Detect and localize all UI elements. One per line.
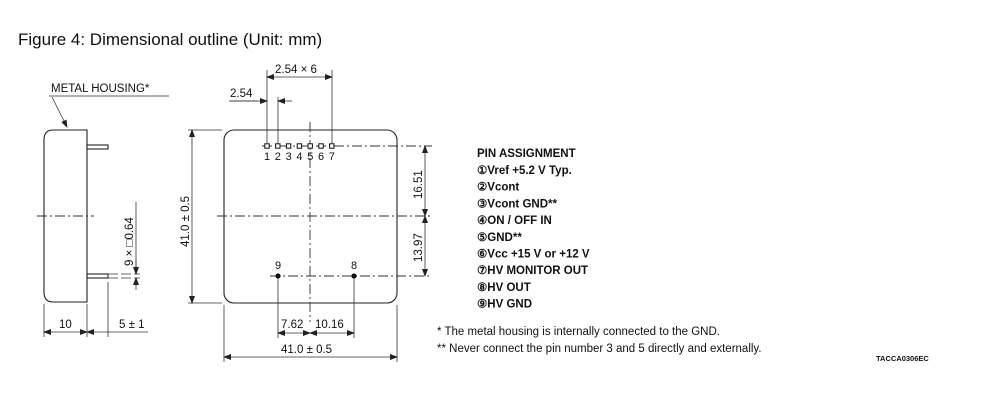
pin-9 [275, 273, 281, 279]
metal-housing-label: METAL HOUSING* [51, 83, 150, 95]
pin-assignment-item: ③Vcont GND** [477, 197, 557, 210]
pin-label-7: 7 [329, 151, 335, 163]
dim-width: 41.0 ± 0.5 [281, 344, 332, 356]
pin-label-5: 5 [307, 151, 313, 163]
pin-assignment-item: ⑨HV GND [477, 298, 532, 311]
dim-pitch: 2.54 [230, 88, 253, 100]
side-pin-top [86, 144, 109, 150]
pin-4 [296, 143, 303, 149]
pin-label-3: 3 [286, 151, 292, 163]
pin-label-1: 1 [264, 151, 270, 163]
pin-5 [307, 143, 313, 149]
pin-label-8: 8 [351, 260, 357, 272]
pin-size-label: 9 × □0.64 [124, 217, 136, 266]
pin-assignment: PIN ASSIGNMENT ①Vref +5.2 V Typ. ②Vcont ③V… [477, 148, 590, 311]
dim-lower: 13.97 [413, 233, 425, 262]
pin-assignment-item: ⑤GND** [477, 231, 522, 244]
pin-label-4: 4 [296, 151, 302, 163]
side-housing [43, 129, 88, 303]
dim-pitch-total: 2.54 × 6 [275, 64, 317, 76]
pin-1 [264, 143, 270, 149]
pin-3 [285, 143, 292, 149]
pin-7 [329, 143, 335, 149]
dim-body-depth: 10 [59, 319, 72, 331]
dim-upper: 16.51 [413, 170, 425, 199]
figure-code: TACCA0306EC [876, 354, 929, 363]
pin-assignment-item: ②Vcont [477, 181, 519, 194]
dim-right-offset: 10.16 [315, 319, 344, 331]
dim-height: 41.0 ± 0.5 [180, 196, 192, 247]
pin-assignment-item: ①Vref +5.2 V Typ. [477, 164, 572, 177]
pin-label-6: 6 [318, 151, 324, 163]
footnote-pins: ** Never connect the pin number 3 and 5 … [437, 343, 762, 355]
pin-assignment-item: ⑧HV OUT [477, 281, 531, 294]
pin-6 [318, 143, 324, 149]
side-pin-bottom [86, 273, 109, 279]
pin-assignment-item: ⑥Vcc +15 V or +12 V [477, 248, 590, 261]
pin-8 [351, 273, 357, 279]
side-view: METAL HOUSING* 9 × □0.64 10 5 ± 1 [37, 83, 169, 337]
pin-2 [275, 143, 281, 149]
front-housing [223, 129, 398, 304]
figure-title: Figure 4: Dimensional outline (Unit: mm) [18, 30, 322, 49]
pin-assignment-heading: PIN ASSIGNMENT [477, 148, 576, 160]
pin-assignment-item: ⑦HV MONITOR OUT [477, 264, 588, 277]
footnote-housing: * The metal housing is internally connec… [437, 326, 720, 338]
dim-left-offset: 7.62 [281, 319, 303, 331]
pin-label-9: 9 [275, 260, 281, 272]
dim-pin-length: 5 ± 1 [119, 319, 145, 331]
pin-label-2: 2 [275, 151, 281, 163]
pin-assignment-item: ④ON / OFF IN [477, 214, 552, 227]
